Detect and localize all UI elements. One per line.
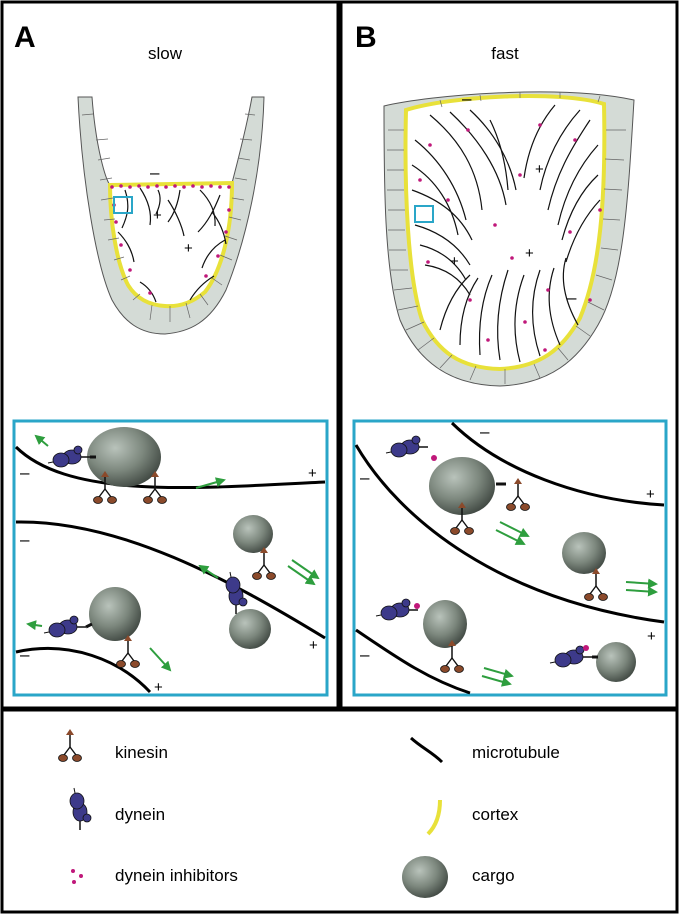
slow-inset-plus-3: + <box>154 679 163 696</box>
legend: kinesin dynein dynein inhibitors microtu… <box>57 728 560 898</box>
legend-kinesin-icon <box>57 728 83 763</box>
slow-arrow-3a <box>291 559 320 580</box>
fast-arrow-3a <box>483 667 514 679</box>
slow-inset-minus-2: – <box>20 530 30 549</box>
slow-cargo-1 <box>87 427 161 487</box>
fast-minus-label-top: – <box>462 89 472 108</box>
fast-arrow-2a <box>625 578 658 589</box>
fast-microtubule-3 <box>355 628 471 695</box>
slow-arrow-4 <box>198 564 219 579</box>
legend-dynein-label: dynein <box>115 805 165 824</box>
slow-minus-label: – <box>150 163 160 182</box>
fast-inset-marker <box>414 205 434 223</box>
slow-microtubule-1 <box>14 445 326 490</box>
panel-b-title: fast <box>491 44 519 63</box>
fast-plus-label-1: + <box>535 161 544 178</box>
slow-inset-plus-1: + <box>308 465 317 482</box>
fast-cargo-2 <box>562 532 606 574</box>
slow-arrow-1 <box>34 434 49 447</box>
fast-cargo-4 <box>596 642 636 682</box>
slow-arrow-2 <box>195 477 226 489</box>
fast-microtubule-2 <box>354 444 665 624</box>
slow-inset-marker <box>113 196 133 214</box>
slow-cell-cytoplasm <box>107 180 235 309</box>
legend-cortex-icon <box>426 799 442 836</box>
slow-arrow-3b <box>287 565 316 586</box>
slow-cargo-4 <box>89 587 141 641</box>
fast-oocyte: – + + + – <box>383 89 635 387</box>
legend-frame <box>0 708 679 914</box>
fast-arrow-2b <box>625 586 658 597</box>
slow-plus-label-2: + <box>184 240 193 257</box>
panel-a-title: slow <box>148 44 183 63</box>
slow-oocyte: – + + <box>77 96 265 335</box>
fast-inset-minus-1: – <box>480 422 490 441</box>
legend-microtubule-icon <box>409 736 444 764</box>
fast-inset-minus-3: – <box>360 645 370 664</box>
fast-inset-minus-2: – <box>360 468 370 487</box>
fast-plus-label-2: + <box>450 253 459 270</box>
slow-inset: – – – + + + <box>12 419 329 697</box>
panel-b-frame <box>339 0 679 710</box>
slow-arrow-6 <box>149 647 172 672</box>
slow-inset-plus-2: + <box>309 637 318 654</box>
legend-dynein-icon <box>69 787 92 831</box>
fast-cargo-3 <box>423 600 467 648</box>
slow-cargo-2 <box>233 515 273 553</box>
slow-arrow-5 <box>26 620 43 631</box>
slow-cargo-3 <box>229 609 271 649</box>
fast-arrow-3b <box>481 675 512 687</box>
fast-cargo-1 <box>429 457 495 515</box>
legend-microtubule-label: microtubule <box>472 743 560 762</box>
fast-inset-plus-1: + <box>646 486 655 503</box>
fast-arrow-1b <box>495 529 526 545</box>
slow-inset-minus-1: – <box>20 463 30 482</box>
fast-plus-label-3: + <box>525 245 534 262</box>
panel-a-frame <box>0 0 340 710</box>
fast-inset: – – – + + <box>352 419 668 697</box>
slow-microtubule-3 <box>15 647 152 694</box>
panel-a-letter: A <box>14 21 36 54</box>
legend-inhibitor-label: dynein inhibitors <box>115 866 238 885</box>
legend-inhibitor-icon <box>71 869 83 884</box>
legend-cargo-icon <box>402 856 448 898</box>
slow-plus-label-1: + <box>153 207 162 224</box>
fast-minus-label-right: – <box>567 288 577 307</box>
legend-cortex-label: cortex <box>472 805 519 824</box>
fast-inset-plus-2: + <box>647 628 656 645</box>
slow-inset-minus-3: – <box>20 645 30 664</box>
legend-cargo-label: cargo <box>472 866 515 885</box>
fast-arrow-1a <box>499 521 530 537</box>
slow-microtubule-2 <box>15 520 326 640</box>
fast-microtubule-1 <box>450 421 665 507</box>
panel-b-letter: B <box>355 21 377 54</box>
fast-cell-cytoplasm <box>403 94 607 372</box>
legend-kinesin-label: kinesin <box>115 743 168 762</box>
